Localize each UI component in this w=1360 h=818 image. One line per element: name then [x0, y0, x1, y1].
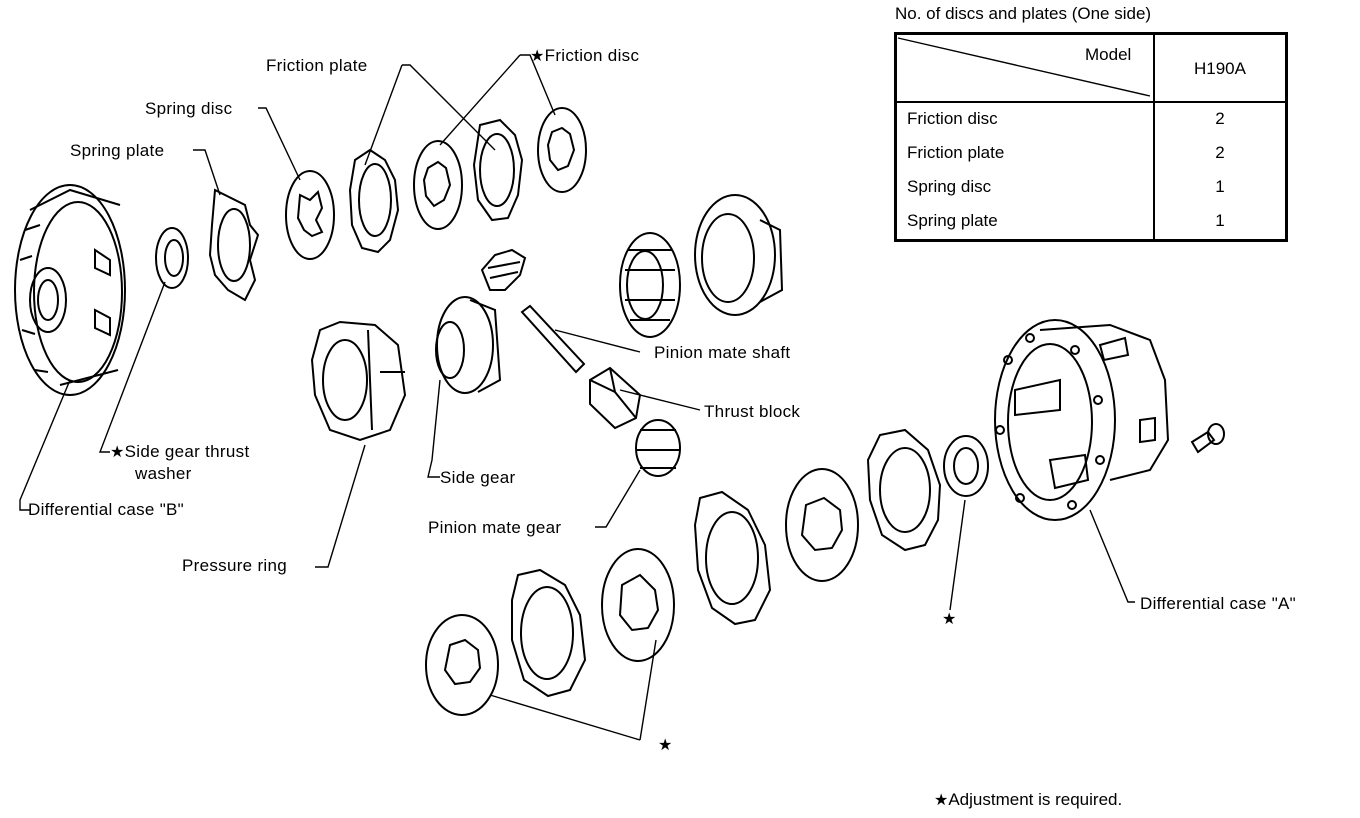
thrust-washer-left-part — [155, 227, 189, 289]
star-marker-washer: ★ — [942, 611, 957, 628]
row-name: Friction plate — [907, 143, 1005, 162]
leader-lines — [19, 37, 1151, 741]
pinion-mate-gear-part — [635, 419, 681, 477]
label-pinion-mate-shaft: Pinion mate shaft — [654, 343, 791, 362]
friction-disc-lower-3-part — [785, 468, 859, 582]
thrust-block-part — [589, 366, 642, 430]
table-row: Friction disc 2 — [897, 103, 1285, 137]
differential-case-b-part — [14, 184, 126, 396]
table-row: Friction plate 2 — [897, 137, 1285, 171]
footnote-text: Adjustment is required. — [948, 790, 1123, 809]
pinion-mate-shaft-part — [520, 304, 586, 374]
label-spring-plate: Spring plate — [70, 141, 165, 160]
table-divider — [1153, 35, 1155, 239]
friction-disc-upper-2-part — [537, 107, 587, 193]
star-marker-lower-discs: ★ — [658, 737, 673, 754]
row-value: 1 — [1215, 177, 1225, 196]
friction-disc-lower-1-part — [425, 614, 499, 716]
spring-plate-part — [208, 188, 260, 302]
side-gear-right-part — [619, 232, 681, 338]
table-header-model: Model — [1085, 45, 1132, 64]
pressure-ring-part — [310, 320, 407, 442]
row-name: Friction disc — [907, 109, 998, 128]
friction-plate-lower-3-part — [866, 428, 942, 552]
label-friction-plate: Friction plate — [266, 56, 368, 75]
friction-disc-upper-1-part — [413, 140, 463, 230]
label-side-gear: Side gear — [440, 468, 516, 487]
row-value: 2 — [1215, 109, 1225, 128]
pressure-ring-right-part — [694, 194, 784, 316]
side-gear-part — [435, 296, 502, 394]
friction-plate-upper-1-part — [348, 148, 400, 254]
friction-disc-lower-2-part — [601, 548, 675, 662]
label-pinion-mate-gear: Pinion mate gear — [428, 518, 562, 537]
label-side-gear-thrust-washer-line2: washer — [135, 464, 192, 483]
table-row: Spring plate 1 — [897, 205, 1285, 239]
table-header: Model H190A — [897, 35, 1285, 103]
bolt-part — [1190, 423, 1225, 454]
row-value: 1 — [1215, 211, 1225, 230]
friction-plate-upper-2-part — [472, 118, 524, 222]
spring-disc-part — [285, 170, 335, 260]
differential-case-a-part — [994, 319, 1170, 521]
thrust-washer-right-part — [943, 435, 989, 497]
label-pressure-ring: Pressure ring — [182, 556, 287, 575]
table-row: Spring disc 1 — [897, 171, 1285, 205]
label-differential-case-a: Differential case "A" — [1140, 594, 1297, 613]
label-differential-case-b: Differential case "B" — [28, 500, 185, 519]
row-value: 2 — [1215, 143, 1225, 162]
friction-plate-lower-1-part — [511, 568, 587, 698]
table-title: No. of discs and plates (One side) — [895, 4, 1152, 23]
pinion-gear-top-part — [480, 248, 527, 291]
footnote: ★Adjustment is required. — [934, 790, 1122, 810]
spec-table: Model H190A Friction disc 2 Friction pla… — [894, 32, 1288, 242]
label-friction-disc-text: Friction disc — [544, 46, 640, 65]
table-header-h190a: H190A — [1194, 59, 1246, 78]
row-name: Spring plate — [907, 211, 998, 230]
star-icon: ★ — [934, 792, 949, 809]
label-side-gear-thrust-washer-line1: Side gear thrust — [124, 442, 250, 461]
label-thrust-block: Thrust block — [704, 402, 801, 421]
label-side-gear-thrust-washer: ★Side gear thrust — [110, 442, 249, 463]
star-icon: ★ — [110, 444, 125, 461]
row-name: Spring disc — [907, 177, 992, 196]
star-icon: ★ — [530, 48, 545, 65]
label-spring-disc: Spring disc — [145, 99, 233, 118]
label-friction-disc: ★Friction disc — [530, 46, 639, 67]
friction-plate-lower-2-part — [693, 490, 772, 626]
